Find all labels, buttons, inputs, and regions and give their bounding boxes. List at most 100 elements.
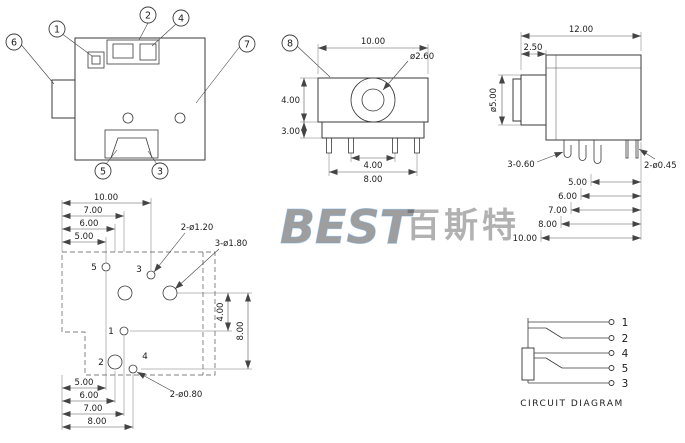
side-body	[545, 54, 642, 141]
circuit-title: CIRCUIT DIAGRAM	[520, 399, 624, 409]
side-collar	[512, 78, 522, 122]
callout-bubble	[151, 162, 169, 180]
label-pcb-hole-small: 2-ø1.20	[153, 223, 214, 273]
label-pcb-hole-large: 3-ø1.80	[174, 239, 247, 290]
circuit-switch-pin2	[545, 327, 563, 339]
circuit-terminal-5	[608, 365, 615, 371]
dim-text: 12.00	[569, 25, 593, 35]
side-round-pin-2	[635, 139, 639, 159]
dim-text: 10.00	[94, 193, 118, 203]
front-jack-hole	[361, 88, 385, 112]
dim-front-lower-height: 3.00	[281, 122, 322, 139]
dim-text: 2.50	[524, 43, 543, 53]
top-switch-housing	[106, 39, 160, 65]
dim-text: 7.00	[84, 404, 103, 414]
dim-text: 5.00	[75, 232, 94, 242]
dim-text: 2-ø0.80	[170, 390, 203, 400]
circuit-pin-label: 2	[622, 333, 629, 345]
dim-pcb-top-7: 7.00	[62, 206, 125, 252]
pad-label-1: 1	[108, 327, 114, 337]
callout-bubble	[48, 20, 66, 38]
dim-side-p8: 8.00	[538, 216, 641, 230]
dim-side-bushing: 2.50	[521, 43, 547, 57]
leader-line	[21, 44, 55, 85]
dim-text: ø2.60	[410, 52, 434, 62]
dim-text: 6.00	[80, 391, 99, 401]
view-top: 1 2 4 6 7 5 3	[5, 6, 256, 180]
dim-pcb-bottom-6: 6.00	[62, 371, 116, 404]
callout-bubble	[94, 162, 112, 180]
circuit-terminal-3	[608, 380, 615, 386]
side-round-pin-1	[625, 139, 629, 159]
top-switch-detail	[112, 43, 134, 59]
callout-8: 8	[281, 34, 331, 78]
view-side: 12.00 2.50 ø5.00 3-0.60 2-ø0.45 5.00	[489, 25, 677, 244]
pcb-mount-hole-left	[117, 285, 133, 301]
top-hole-left	[122, 112, 134, 124]
dim-side-p10: 10.00	[513, 230, 641, 244]
circuit-pin-label: 4	[622, 348, 629, 360]
leader-line	[382, 60, 409, 91]
dim-front-width: 10.00	[317, 37, 429, 74]
callout-1: 1	[48, 20, 93, 57]
callout-5: 5	[94, 149, 118, 180]
callout-number: 6	[11, 38, 17, 49]
leader-line	[136, 371, 173, 392]
leader-line	[195, 46, 240, 104]
dim-text: 8.00	[364, 175, 383, 185]
front-pin-3	[392, 137, 398, 154]
dim-side-p6: 6.00	[558, 188, 641, 202]
callout-7: 7	[195, 35, 256, 104]
label-side-round-pins: 2-ø0.45	[638, 148, 677, 171]
dim-text: 2-ø1.20	[181, 223, 214, 233]
dim-front-outer-span: 8.00	[328, 153, 418, 185]
callout-2: 2	[138, 6, 157, 41]
leader-line	[62, 34, 93, 57]
dim-pcb-bottom-7: 7.00	[62, 336, 125, 417]
dim-text: 6.00	[80, 219, 99, 229]
front-body	[317, 77, 429, 123]
pcb-footprint-outline	[61, 251, 216, 376]
pad-label-4: 4	[142, 352, 148, 362]
dim-text: 4.00	[216, 303, 226, 322]
dim-text: 2-ø0.45	[644, 161, 677, 171]
callout-4: 4	[151, 9, 190, 47]
top-contact-detail	[139, 43, 157, 61]
top-terminal-block	[87, 51, 105, 69]
circuit-terminal-2	[608, 335, 615, 341]
pcb-hole-4	[128, 364, 138, 374]
callout-number: 2	[145, 11, 151, 22]
pcb-mount-hole-right	[162, 285, 178, 301]
pad-label-3: 3	[136, 265, 142, 275]
side-flat-pin-2	[578, 140, 587, 161]
top-hole-right	[174, 112, 186, 124]
callout-bubble	[238, 35, 256, 53]
circuit-terminal-1	[608, 319, 615, 325]
side-flat-pin-1	[563, 140, 572, 158]
dim-text: 10.00	[361, 37, 385, 47]
circuit-diagram: 1 2 4 5 3 CIRCUIT DIAGRAM	[520, 317, 628, 409]
label-side-flat-pins: 3-0.60	[507, 151, 564, 170]
dim-text: 3-0.60	[507, 160, 534, 170]
dim-text: 7.00	[548, 206, 567, 216]
dim-pcb-top-5: 5.00	[62, 232, 107, 263]
callout-number: 8	[287, 39, 293, 50]
front-pin-1	[326, 137, 332, 154]
dim-front-body-height: 4.00	[281, 77, 318, 123]
leader-line	[147, 150, 157, 164]
callout-bubble	[139, 6, 157, 24]
callout-number: 3	[157, 167, 163, 178]
dim-text: 4.00	[364, 161, 383, 171]
circuit-terminal-4	[608, 350, 615, 356]
callout-bubble	[5, 33, 23, 51]
view-front: 8 10.00 ø2.60 4.00 3.00	[281, 34, 434, 185]
pad-label-2: 2	[98, 358, 104, 368]
pcb-hole-3	[146, 270, 156, 280]
dim-pcb-bottom-8: 8.00	[62, 374, 134, 430]
top-terminal-inner	[91, 55, 101, 65]
dim-front-hole: ø2.60	[382, 52, 434, 91]
dim-text: 6.00	[558, 192, 577, 202]
dim-pcb-top-10: 10.00	[62, 193, 152, 270]
side-bushing	[520, 74, 547, 126]
